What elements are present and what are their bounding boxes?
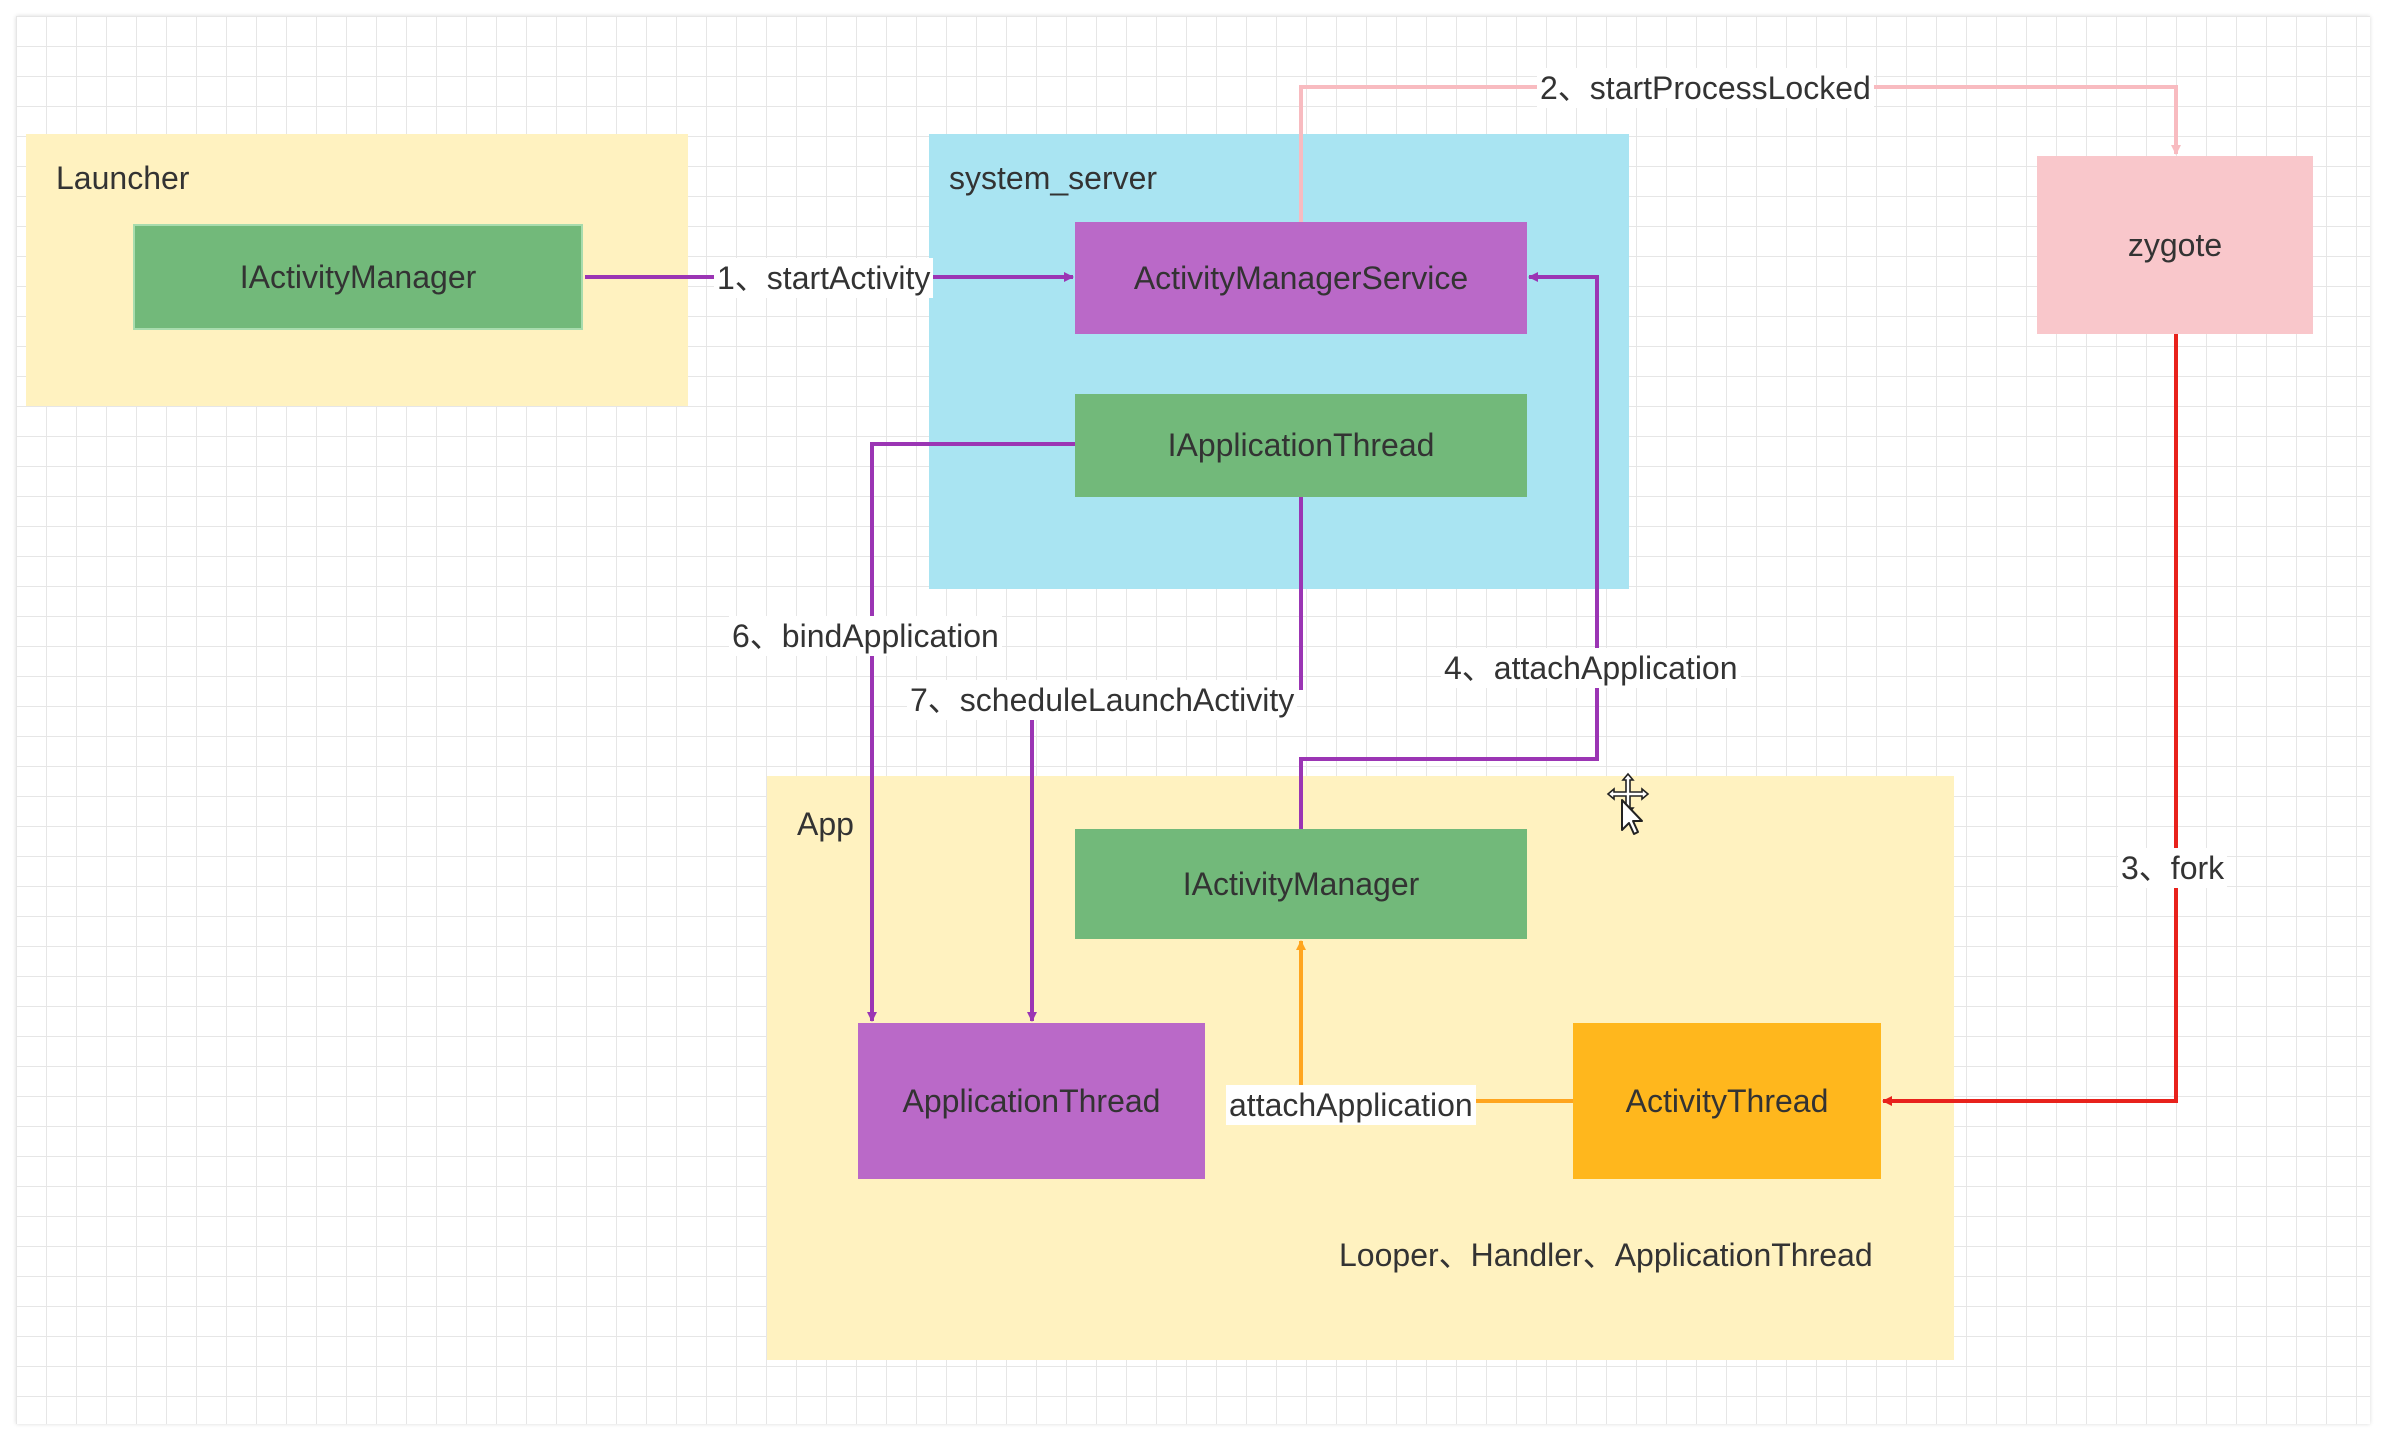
launcher-iactivitymanager-node[interactable]: IActivityManager	[133, 224, 583, 330]
activitythread-members-note: Looper、Handler、ApplicationThread	[1339, 1237, 1873, 1273]
iapplicationthread-node[interactable]: IApplicationThread	[1075, 394, 1527, 497]
activitymanagerservice-node[interactable]: ActivityManagerService	[1075, 222, 1527, 334]
app-iactivitymanager-node[interactable]: IActivityManager	[1075, 829, 1527, 939]
label-attach-application-4: 4、attachApplication	[1441, 648, 1741, 688]
zygote-node[interactable]: zygote	[2037, 156, 2313, 334]
launcher-container-label: Launcher	[56, 160, 190, 196]
edge-attach-application	[1296, 940, 1573, 1103]
edge-attach-application-4	[1299, 272, 1599, 829]
label-start-activity: 1、startActivity	[714, 258, 934, 298]
edge-fork	[1882, 334, 2178, 1106]
move-cursor-icon	[1606, 772, 1650, 835]
applicationthread-node[interactable]: ApplicationThread	[858, 1023, 1205, 1179]
label-attach-application: attachApplication	[1226, 1085, 1476, 1125]
system-server-container-label: system_server	[949, 160, 1158, 196]
label-start-process-locked: 2、startProcessLocked	[1537, 68, 1874, 108]
edge-bind-application	[867, 442, 1075, 1022]
label-bind-application: 6、bindApplication	[729, 616, 1002, 656]
activitythread-node[interactable]: ActivityThread	[1573, 1023, 1881, 1179]
label-fork: 3、fork	[2118, 848, 2228, 888]
system-server-container: system_server	[929, 134, 1629, 589]
label-schedule-launch-activity: 7、scheduleLaunchActivity	[907, 680, 1298, 720]
app-container-label: App	[797, 806, 854, 842]
